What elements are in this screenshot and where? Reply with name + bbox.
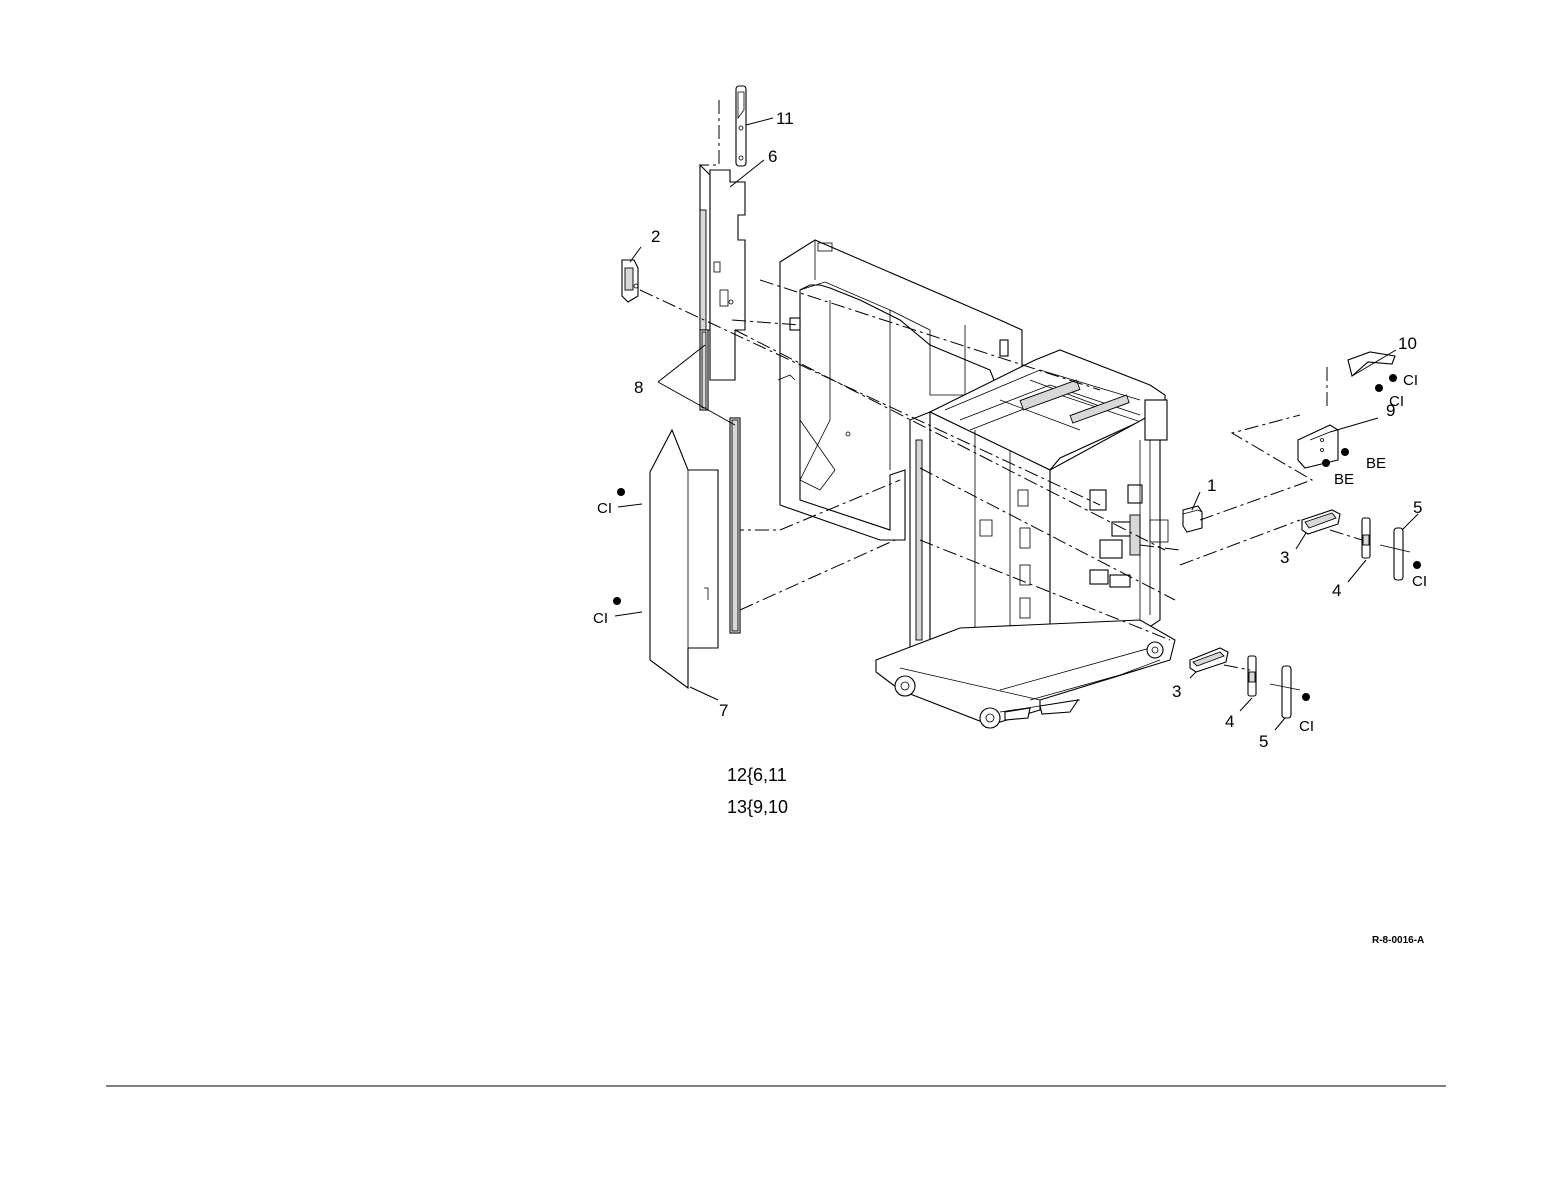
grouping-13: 13{9,10 [727,797,788,817]
callout-10: 10 [1398,334,1417,353]
callout-8: 8 [634,378,643,397]
part-10-bracket [1327,352,1395,410]
callout-1: 1 [1207,476,1216,495]
callout-2: 2 [651,227,660,246]
fastener-be-a: BE [1366,455,1386,472]
callout-5-upper: 5 [1413,498,1422,517]
part-6-frame-plate [700,165,745,410]
callout-5-lower: 5 [1259,732,1268,751]
fastener-ci-left-lower: CI [593,610,608,627]
part-3-lower-pad [1190,648,1228,672]
part-3-upper-pad [1302,510,1340,534]
grouping-notes: 12{6,11 13{9,10 [727,765,788,817]
part-5-lower-strap [1270,666,1300,718]
callout-4-upper: 4 [1332,581,1341,600]
part-2-latch [622,260,638,302]
callout-4-lower: 4 [1225,712,1234,731]
part-5-upper-strap [1380,528,1410,580]
grouping-12: 12{6,11 [727,765,787,785]
fastener-ci-right-mid: CI [1412,573,1427,590]
part-4-lower-bracket [1248,656,1256,696]
part-8-rails [730,418,740,633]
callout-11: 11 [776,109,794,128]
part-4-upper-bracket [1362,518,1370,558]
fastener-ci-left-upper: CI [597,500,612,517]
figure-reference: R-8-0016-A [1372,935,1424,946]
main-frame [876,350,1175,728]
fastener-be-b: BE [1334,471,1354,488]
part-11-bracket [700,86,746,166]
part-7-side-cover [650,430,718,688]
fastener-ci-top-a: CI [1403,372,1418,389]
fastener-ci-top-b: CI [1389,393,1404,410]
callout-6: 6 [768,147,777,166]
callout-7: 7 [719,701,728,720]
callout-3-lower: 3 [1172,682,1181,701]
fastener-ci-right-low: CI [1299,718,1314,735]
callout-3-upper: 3 [1280,548,1289,567]
